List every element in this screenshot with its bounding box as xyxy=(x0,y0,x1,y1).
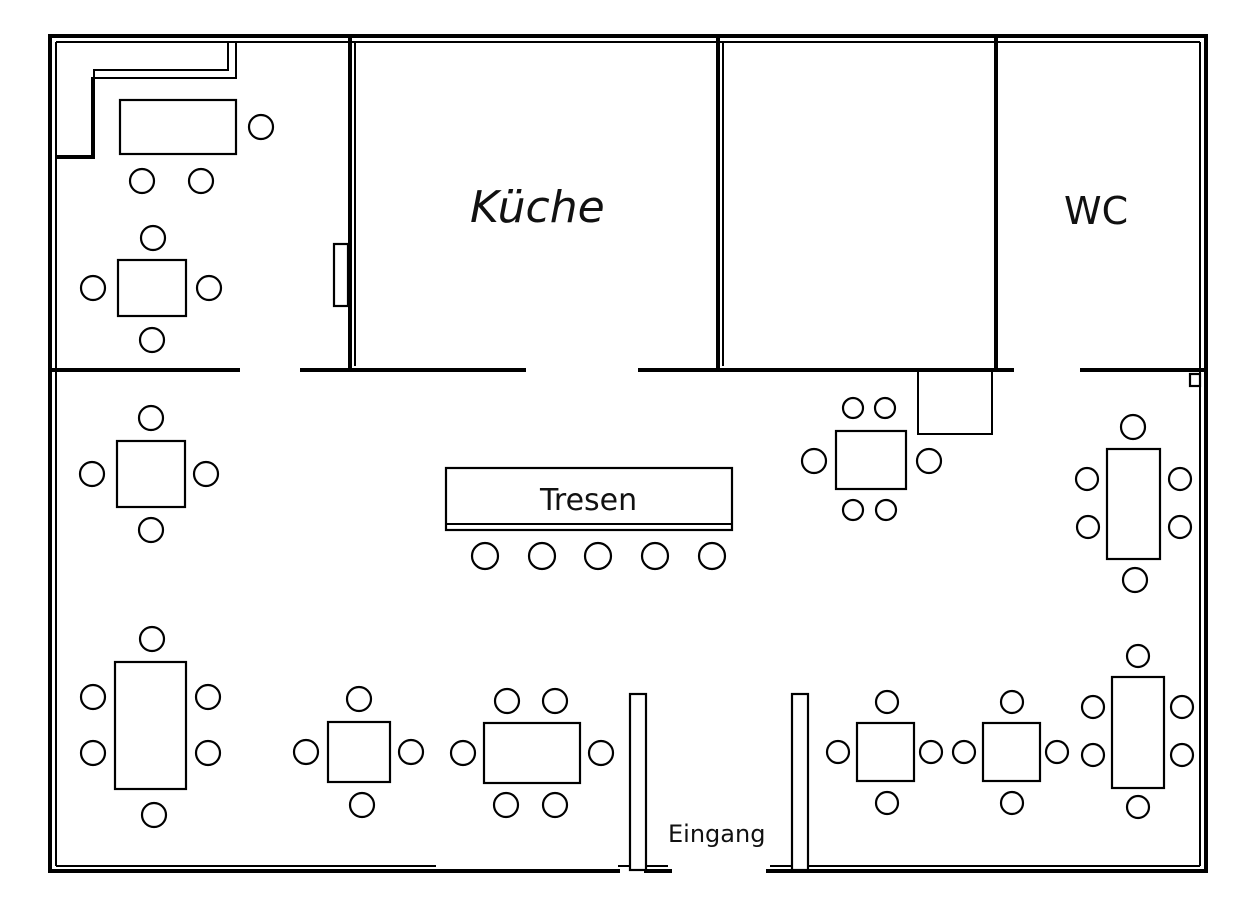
table xyxy=(116,258,188,318)
chair xyxy=(1125,643,1151,669)
table-group xyxy=(449,687,615,819)
chair xyxy=(1121,566,1149,594)
bar-stool xyxy=(527,541,557,571)
table xyxy=(855,721,916,783)
chair xyxy=(1075,514,1101,540)
chair xyxy=(841,498,865,522)
chair xyxy=(951,739,977,765)
bar-stool xyxy=(697,541,727,571)
interior-walls xyxy=(48,34,1208,372)
chair xyxy=(195,274,223,302)
chair xyxy=(800,447,828,475)
table-group xyxy=(800,396,943,522)
entrance-door[interactable] xyxy=(628,692,810,873)
chair xyxy=(138,326,166,354)
chair xyxy=(194,683,222,711)
table-group xyxy=(825,689,944,816)
chair xyxy=(78,460,106,488)
table xyxy=(1105,447,1162,561)
bar-label: Tresen xyxy=(539,483,637,518)
chair xyxy=(1169,694,1195,720)
chair xyxy=(918,739,944,765)
chair xyxy=(292,738,320,766)
kitchen-label: Küche xyxy=(470,182,605,233)
chair xyxy=(187,167,215,195)
chair xyxy=(128,167,156,195)
chair xyxy=(587,739,615,767)
table xyxy=(118,98,238,156)
table-group xyxy=(1074,413,1193,594)
chair xyxy=(1119,413,1147,441)
chair xyxy=(999,790,1025,816)
chair xyxy=(841,396,865,420)
table-group xyxy=(118,98,275,195)
chair xyxy=(397,738,425,766)
chair xyxy=(139,224,167,252)
table-group xyxy=(79,625,222,829)
chair xyxy=(137,404,165,432)
chair xyxy=(79,274,107,302)
chair xyxy=(1167,466,1193,492)
wc-niche xyxy=(917,370,993,435)
table-group xyxy=(951,689,1070,816)
chair xyxy=(873,396,897,420)
table xyxy=(1110,675,1166,790)
chair xyxy=(999,689,1025,715)
chair xyxy=(192,460,220,488)
chair xyxy=(348,791,376,819)
corner-counter xyxy=(56,42,237,159)
chair xyxy=(194,739,222,767)
chair xyxy=(541,687,569,715)
chair xyxy=(541,791,569,819)
table xyxy=(115,439,187,509)
chair xyxy=(138,625,166,653)
chair xyxy=(874,498,898,522)
chair xyxy=(874,689,900,715)
kitchen-door-handle[interactable] xyxy=(332,242,350,308)
chair xyxy=(79,739,107,767)
chair xyxy=(1080,694,1106,720)
table-group xyxy=(79,224,223,354)
table xyxy=(113,660,188,791)
table-group xyxy=(1080,643,1195,820)
chair xyxy=(247,113,275,141)
chair xyxy=(79,683,107,711)
chair xyxy=(140,801,168,829)
chair xyxy=(1125,794,1151,820)
table xyxy=(326,720,392,784)
chair xyxy=(492,791,520,819)
bar-stool xyxy=(583,541,613,571)
chair xyxy=(915,447,943,475)
table-group xyxy=(292,685,425,819)
chair xyxy=(1169,742,1195,768)
chair xyxy=(874,790,900,816)
wall-corner-detail xyxy=(1188,372,1202,388)
table xyxy=(482,721,582,785)
chair xyxy=(137,516,165,544)
chair xyxy=(1044,739,1070,765)
wc-label: WC xyxy=(1064,189,1128,233)
bar-stool xyxy=(640,541,670,571)
chair xyxy=(345,685,373,713)
bar-counter: Tresen xyxy=(444,466,734,532)
table-group xyxy=(78,404,220,544)
chair xyxy=(493,687,521,715)
table xyxy=(834,429,908,491)
chair xyxy=(1167,514,1193,540)
table xyxy=(981,721,1042,783)
entrance-label: Eingang xyxy=(668,820,765,848)
chair xyxy=(825,739,851,765)
chair xyxy=(449,739,477,767)
chair xyxy=(1074,466,1100,492)
bar-stool xyxy=(470,541,500,571)
outer-walls xyxy=(48,34,1208,873)
chair xyxy=(1080,742,1106,768)
bar-stools xyxy=(470,541,727,571)
